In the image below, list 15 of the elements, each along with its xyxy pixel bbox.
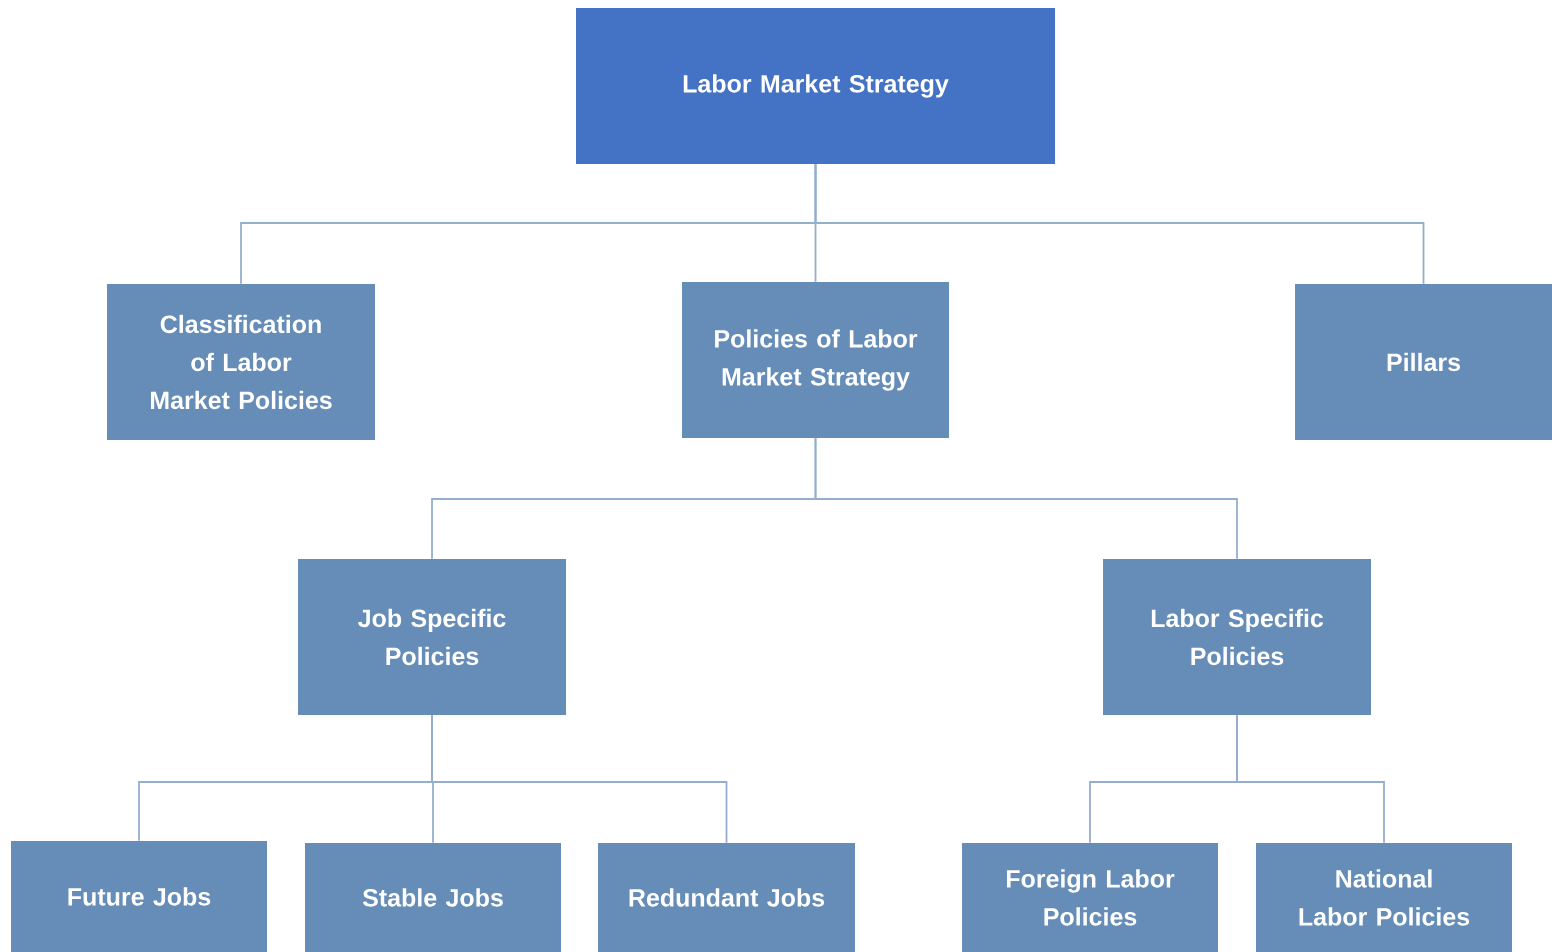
org-box: Policies of Labor Market Strategy	[682, 282, 949, 438]
connector-line	[814, 437, 1238, 560]
org-box: Labor Market Strategy	[576, 8, 1055, 164]
org-box: National Labor Policies	[1256, 843, 1512, 952]
connector-line	[814, 163, 1425, 285]
org-box: Classification of Labor Market Policies	[107, 284, 375, 440]
org-box: Job Specific Policies	[298, 559, 566, 715]
connector-line	[431, 714, 728, 844]
org-box: Stable Jobs	[305, 843, 561, 952]
org-box: Redundant Jobs	[598, 843, 855, 952]
org-box: Foreign Labor Policies	[962, 843, 1218, 952]
org-box: Labor Specific Policies	[1103, 559, 1371, 715]
connector-line	[1236, 714, 1385, 844]
org-box: Pillars	[1295, 284, 1552, 440]
org-box: Future Jobs	[11, 841, 267, 952]
